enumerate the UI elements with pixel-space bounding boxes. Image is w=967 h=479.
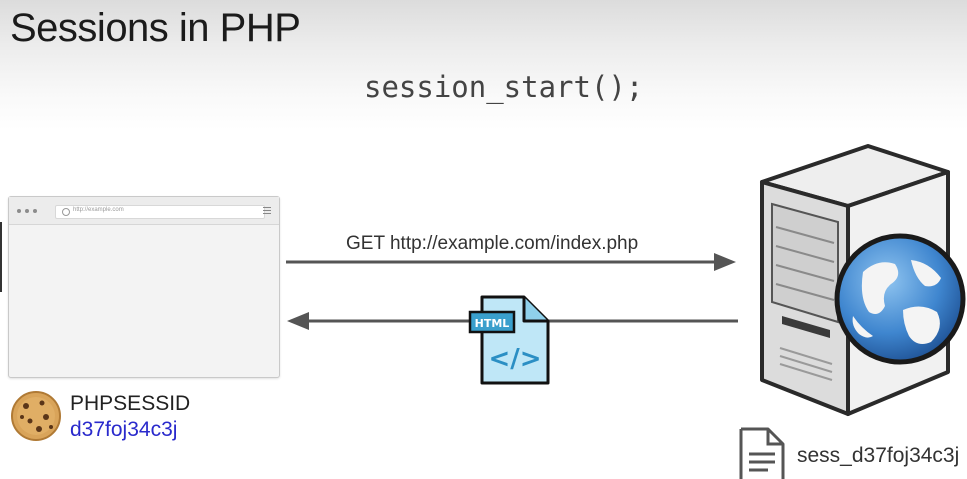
cookie-name: PHPSESSID bbox=[70, 392, 191, 415]
address-text: http://example.com bbox=[73, 207, 124, 213]
edge-mark bbox=[0, 222, 2, 292]
window-dot-icon bbox=[33, 209, 37, 213]
window-dot-icon bbox=[25, 209, 29, 213]
address-bar: http://example.com bbox=[55, 205, 265, 219]
request-arrow bbox=[286, 253, 736, 271]
browser-window: http://example.com bbox=[8, 196, 280, 378]
globe-icon bbox=[834, 233, 966, 365]
code-glyph: </> bbox=[488, 344, 541, 374]
address-globe-icon bbox=[62, 208, 70, 216]
slide-title: Sessions in PHP bbox=[10, 6, 301, 50]
menu-icon bbox=[263, 207, 271, 214]
browser-toolbar: http://example.com bbox=[9, 197, 279, 225]
document-icon bbox=[739, 427, 785, 479]
cookie-value: d37foj34c3j bbox=[70, 418, 178, 441]
code-snippet: session_start(); bbox=[364, 70, 644, 104]
html-badge: HTML bbox=[475, 317, 510, 330]
cookie-icon bbox=[11, 391, 61, 441]
window-dot-icon bbox=[17, 209, 21, 213]
request-label: GET http://example.com/index.php bbox=[346, 233, 639, 254]
html-file-icon: HTML </> bbox=[468, 295, 550, 385]
session-file-name: sess_d37foj34c3j bbox=[797, 444, 960, 467]
